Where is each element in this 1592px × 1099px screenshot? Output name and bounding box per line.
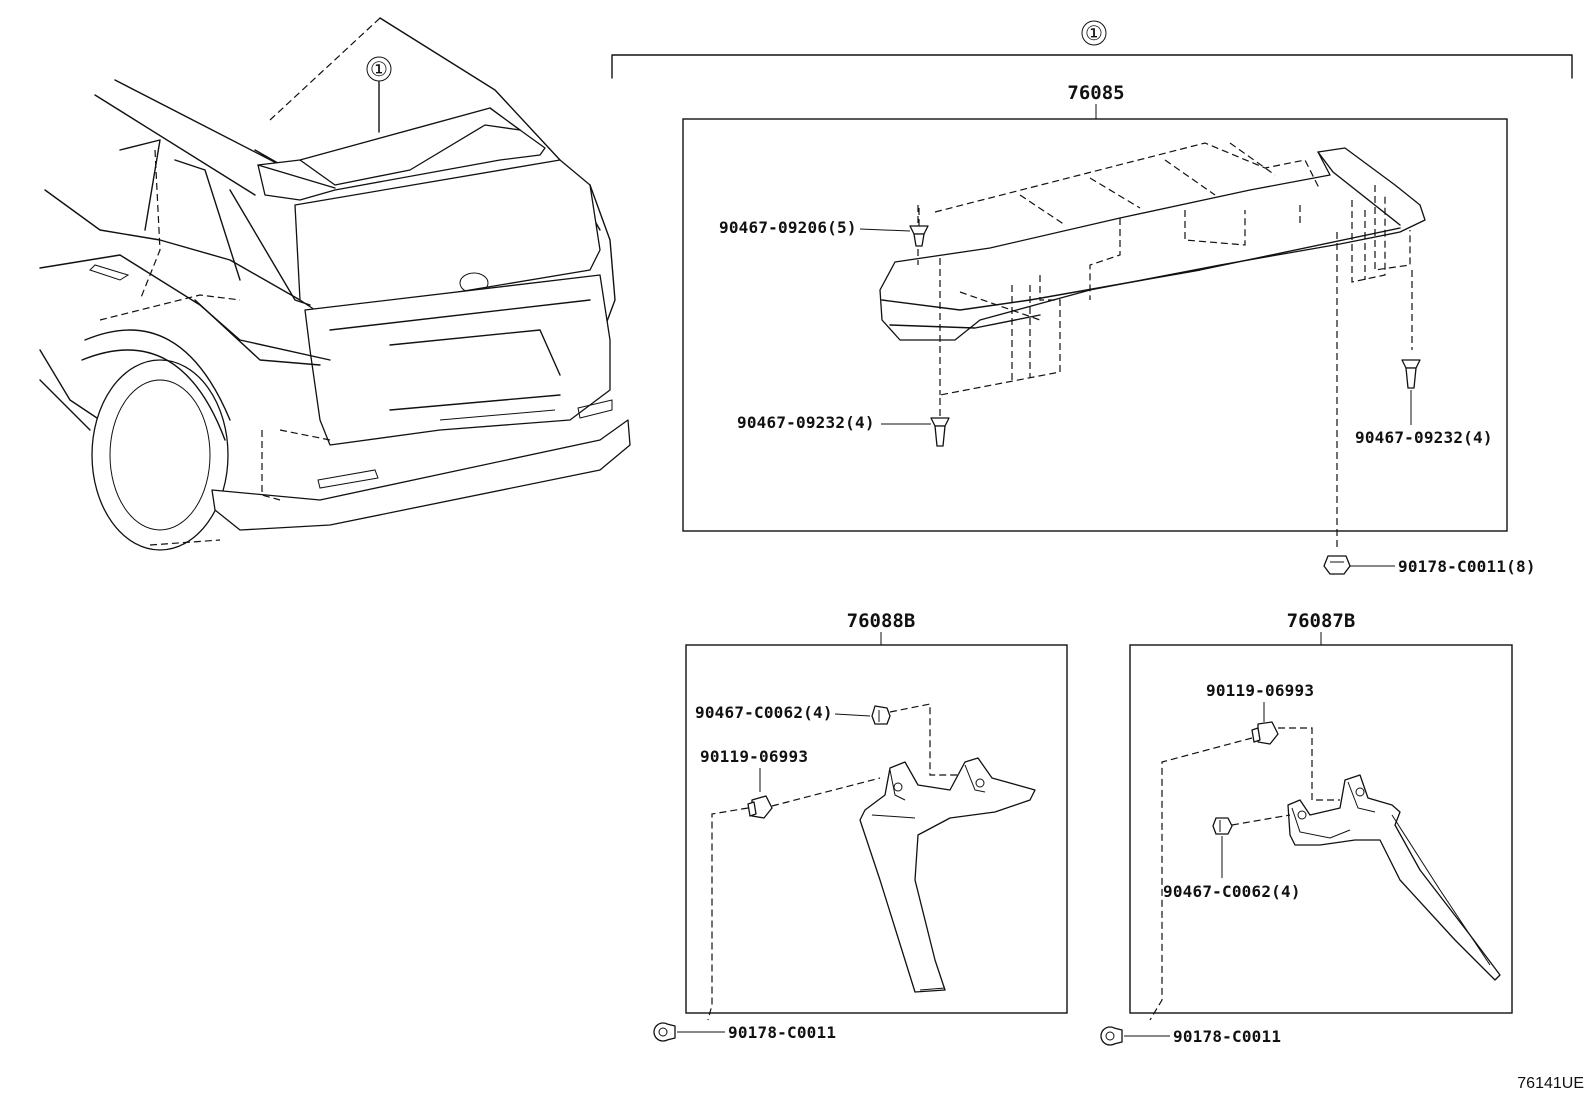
spoiler-assembly-box: 76085 90467-09206(5) <box>682 82 1508 548</box>
diagram-code: 76141UE <box>1517 1075 1584 1092</box>
clip-icon <box>930 417 950 447</box>
clip-icon <box>871 705 891 725</box>
clip-icon <box>1401 359 1421 389</box>
nut-icon <box>1100 1026 1123 1046</box>
assembly-number-spoiler: 76085 <box>1067 82 1124 104</box>
part-number-spoiler-nut: 90178-C0011(8) <box>1398 557 1536 576</box>
assembly-number-right-bracket: 76087B <box>1287 610 1356 632</box>
spoiler-nut-callout: 90178-C0011(8) <box>1323 555 1536 576</box>
nut-icon <box>1323 555 1351 575</box>
part-number-right-clip: 90467-C0062(4) <box>1163 882 1301 901</box>
part-number-right-nut: 90178-C0011 <box>1173 1027 1281 1046</box>
screw-icon <box>747 795 773 819</box>
screw-icon <box>1251 721 1279 745</box>
left-bracket-box: 76088B 90467-C0062(4) 90119-06993 <box>653 610 1068 1042</box>
assembly-callout-number: ① <box>1085 21 1103 45</box>
vehicle-callout-number: ① <box>370 57 388 81</box>
part-number-spoiler-clip-right: 90467-09232(4) <box>1355 428 1493 447</box>
clip-icon <box>1212 817 1233 835</box>
assembly-bracket: ① <box>611 20 1573 79</box>
part-number-left-clip: 90467-C0062(4) <box>695 703 833 722</box>
right-bracket-box: 76087B 90119-06993 90467-C0062(4) <box>1100 610 1513 1046</box>
part-number-left-screw: 90119-06993 <box>700 747 808 766</box>
part-number-right-screw: 90119-06993 <box>1206 681 1314 700</box>
part-number-spoiler-clip-left: 90467-09232(4) <box>737 413 875 432</box>
part-number-spoiler-clip-top: 90467-09206(5) <box>719 218 857 237</box>
nut-icon <box>653 1022 676 1042</box>
part-number-left-nut: 90178-C0011 <box>728 1023 836 1042</box>
clip-icon <box>909 225 929 247</box>
vehicle-rear-illustration: ① <box>39 17 631 551</box>
assembly-number-left-bracket: 76088B <box>847 610 916 632</box>
